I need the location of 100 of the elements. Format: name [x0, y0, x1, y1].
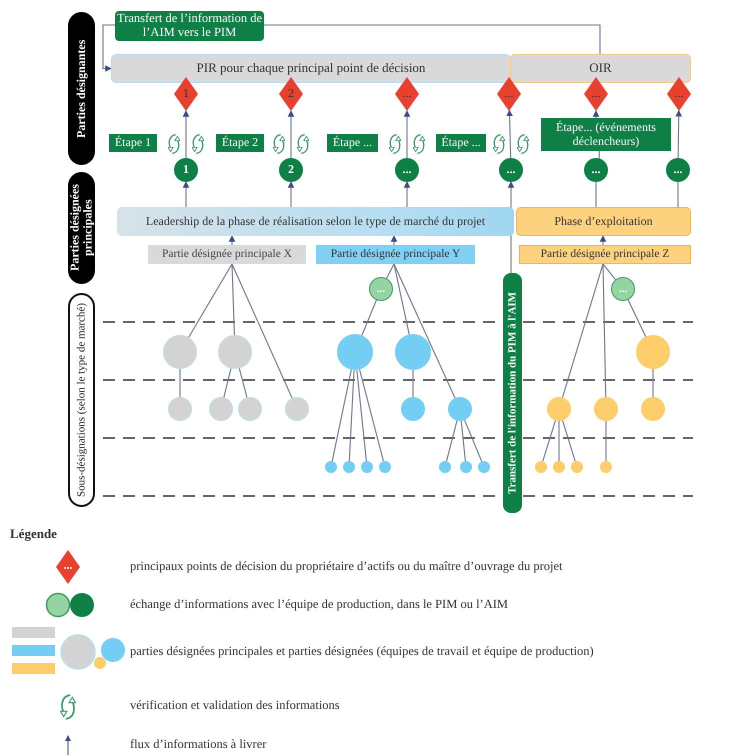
party-circle: [641, 397, 665, 421]
connector-line: [386, 264, 394, 279]
connector-line: [562, 420, 576, 462]
arrow: [288, 181, 294, 207]
info-exchange-circle: ...: [611, 277, 635, 301]
arrow: [404, 110, 410, 158]
party-circle: [218, 335, 252, 369]
connector-line: [602, 264, 606, 398]
party-circle: [460, 461, 472, 473]
connector-line: [361, 300, 377, 336]
legend-text: parties désignées principales et parties désignées (équipes de travail et équipe de production): [130, 644, 594, 659]
party-circle: [395, 334, 431, 370]
side-band: Parties désignantes: [68, 12, 95, 165]
party-label: Partie désignée principale Y: [316, 245, 475, 264]
connector-line: [238, 368, 248, 398]
connector-line: [188, 264, 232, 338]
info-exchange-circle: 2: [279, 158, 303, 182]
party-circle: [547, 397, 571, 421]
side-band: Parties désignées principales: [68, 172, 95, 284]
connector-line: [464, 420, 482, 462]
connector-line: [598, 151, 600, 158]
arrow: [288, 110, 294, 158]
party-circle: [600, 461, 612, 473]
party-circle: [448, 397, 472, 421]
party-label: Partie désignée principale Z: [519, 245, 691, 264]
side-band: Sous-désignations (selon le type de marché): [68, 293, 95, 507]
decision-diamond: 2: [279, 77, 303, 111]
connector-line: [677, 182, 679, 207]
decision-diamond: ...: [497, 77, 521, 111]
info-exchange-circle: ...: [584, 158, 608, 182]
stage-label: Étape ...: [327, 134, 378, 152]
info-exchange-circle: ...: [395, 158, 419, 182]
connector-line: [460, 420, 466, 462]
legend-title: Légende: [10, 526, 57, 542]
party-circle: [238, 397, 262, 421]
connector-line: [223, 368, 232, 398]
decision-diamond: ...: [395, 77, 419, 111]
arrow: [404, 181, 410, 207]
party-circle: [478, 461, 490, 473]
connector-line: [602, 264, 616, 280]
requirements-box: OIR: [510, 54, 691, 83]
party-circle: [379, 461, 391, 473]
party-circle: [594, 397, 618, 421]
connector-line: [652, 369, 654, 397]
info-exchange-circle: ...: [499, 158, 523, 182]
party-circle: [168, 397, 192, 421]
connector-line: [232, 264, 293, 398]
requirements-box: PIR pour chaque principal point de décision: [111, 54, 511, 83]
party-label: Partie désignée principale X: [148, 245, 306, 264]
decision-diamond: ...: [584, 77, 608, 111]
stage-label: Étape... (événements déclencheurs): [541, 118, 671, 151]
phase-box: Phase d’exploitation: [516, 207, 691, 236]
arrow: [506, 110, 513, 158]
party-circle: [553, 461, 565, 473]
connector-line: [264, 24, 601, 54]
legend-text: flux d’informations à livrer: [130, 737, 266, 752]
decision-diamond: 1: [174, 77, 198, 111]
party-circle: [343, 461, 355, 473]
legend-text: échange d’informations avec l’équipe de production, dans le PIM ou l’AIM: [130, 597, 508, 612]
info-transfer-box: Transfert de l’information de l’AIM vers le PIM: [115, 11, 264, 41]
stage-label: Étape 2: [216, 134, 264, 152]
party-circle: [285, 397, 309, 421]
connector-line: [595, 182, 597, 207]
stage-label: Étape 1: [109, 134, 157, 152]
connector-line: [542, 420, 556, 462]
connector-line: [558, 421, 560, 461]
arrow: [102, 24, 115, 72]
arrow: [675, 110, 682, 158]
arrow: [390, 235, 398, 245]
party-circle: [439, 461, 451, 473]
info-exchange-circle: ...: [666, 158, 690, 182]
connector-line: [412, 370, 414, 397]
arrow: [182, 181, 190, 207]
party-circle: [337, 334, 373, 370]
info-exchange-circle: ...: [369, 277, 393, 301]
party-circle: [361, 461, 373, 473]
party-circle: [571, 461, 583, 473]
arrow: [228, 235, 236, 245]
party-circle: [535, 461, 547, 473]
decision-diamond: ...: [667, 77, 691, 111]
connector-line: [605, 421, 607, 461]
legend-text: principaux points de décision du propriétaire d’actifs ou du maître d’ouvrage du projet: [130, 559, 563, 574]
stage-label: Étape ...: [436, 134, 486, 152]
connector-line: [446, 420, 458, 462]
arrow: [182, 110, 190, 158]
connector-line: [394, 264, 456, 398]
info-transfer-band: Transfert de l'information du PIM à l'AIM: [503, 273, 522, 513]
connector-line: [356, 370, 367, 462]
party-circle: [209, 397, 233, 421]
connector-line: [179, 369, 181, 397]
party-circle: [401, 397, 425, 421]
connector-line: [562, 264, 604, 398]
connector-line: [332, 370, 352, 462]
connector-line: [231, 264, 235, 336]
party-circle: [636, 335, 670, 369]
connector-line: [359, 369, 384, 462]
connector-line: [628, 300, 646, 337]
phase-box: Leadership de la phase de réalisation selon le type de marché du projet: [117, 207, 514, 236]
connector-line: [393, 264, 410, 335]
party-circle: [163, 335, 197, 369]
